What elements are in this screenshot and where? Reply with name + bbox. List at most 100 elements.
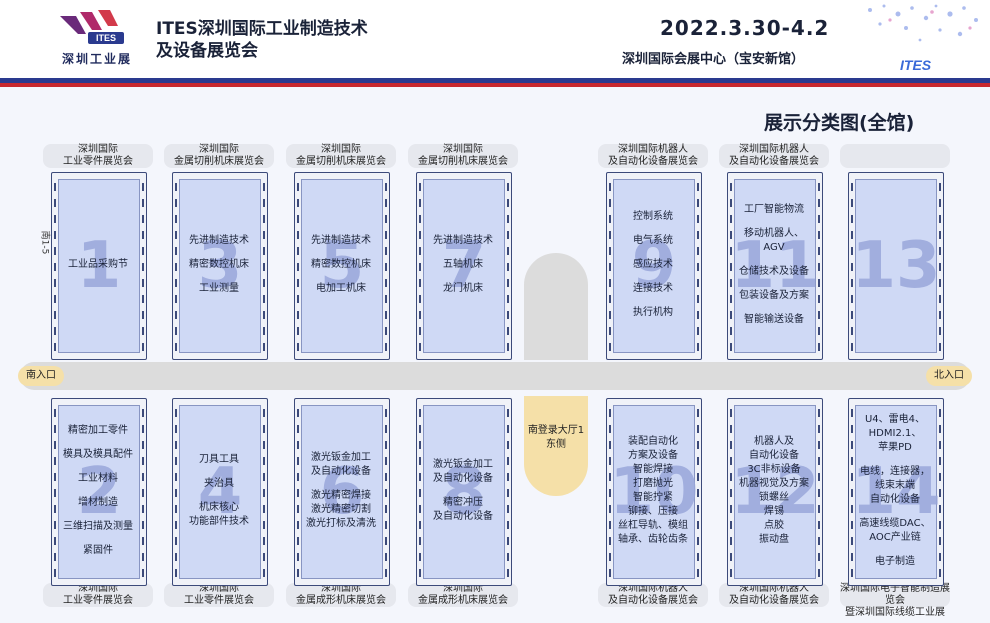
booth-frame-icon (419, 183, 509, 351)
logo-subtitle: 深圳工业展 (62, 52, 133, 66)
category-item: 增材制造 (78, 497, 118, 508)
category-item: U4、雷电4、 HDMI2.1、 苹果PD (864, 414, 926, 453)
hall-label-line2: 及自动化设备展览会 (729, 156, 819, 167)
bottom-hall-label-14: 深圳国际电子智能制造展览会暨深圳国际线缆工业展 (840, 583, 950, 618)
bottom-hall-label-4: 深圳国际工业零件展览会 (164, 583, 274, 607)
hall-area (855, 405, 937, 579)
hall-label-line1: 深圳国际机器人 (618, 144, 688, 155)
hall-number: 4 (197, 455, 243, 529)
hall-label-line2: 金属切削机床展览会 (418, 156, 508, 167)
hall-label-line1: 深圳国际 (199, 583, 239, 594)
top-hall-label-5: 深圳国际金属切削机床展览会 (286, 144, 396, 168)
category-item: 机床核心 功能部件技术 (189, 502, 249, 527)
header-stripe-red (0, 83, 990, 87)
hall-area (855, 179, 937, 353)
category-item: 智能输送设备 (744, 314, 804, 325)
hall-number: 1 (76, 229, 122, 303)
category-item: 激光精密焊接 激光精密切割 激光打标及清洗 (306, 490, 376, 529)
hall-number: 12 (730, 455, 820, 529)
hall-label-line2: 工业零件展览会 (63, 595, 133, 606)
hall-label-line1: 深圳国际 (321, 144, 361, 155)
hall-13[interactable]: 13 (848, 172, 944, 360)
category-item: 执行机构 (633, 307, 673, 318)
category-item: 紧固件 (83, 545, 113, 556)
category-item: 装配自动化 方案及设备 智能焊接 打磨抛光 智能拧紧 铆接、压接 丝杠导轨、模组… (618, 436, 688, 545)
hall-categories: 先进制造技术精密数控机床工业测量 (179, 179, 259, 351)
south-entrance[interactable]: 南入口 (18, 366, 64, 386)
category-item: 先进制造技术 (311, 235, 371, 246)
booth-frame-icon (54, 183, 144, 351)
hall-categories: 先进制造技术五轴机床龙门机床 (423, 179, 503, 351)
hall-area (613, 405, 695, 579)
category-item: 工业材料 (78, 473, 118, 484)
hall-label-line2: 暨深圳国际线缆工业展 (845, 607, 945, 618)
hall-number: 9 (631, 229, 677, 303)
top-hall-label-3: 深圳国际金属切削机床展览会 (164, 144, 274, 168)
category-item: 机器人及 自动化设备 3C非标设备 机器视觉及方案 锁螺丝 焊锡 点胶 振动盘 (739, 436, 809, 545)
category-item: 激光钣金加工 及自动化设备 (433, 459, 493, 484)
hall-label-line2: 及自动化设备展览会 (729, 595, 819, 606)
booth-frame-icon (419, 409, 509, 577)
category-item: 电子制造 (875, 556, 915, 567)
hall-label-line1: 深圳国际机器人 (739, 144, 809, 155)
top-hall-label-1: 深圳国际工业零件展览会 (43, 144, 153, 168)
hall-label-line2: 金属成形机床展览会 (296, 595, 386, 606)
hall-label-line2: 金属切削机床展览会 (296, 156, 386, 167)
lobby-label-2: 东侧 (546, 439, 566, 450)
hall-number: 3 (197, 229, 243, 303)
hall-categories: 刀具工具夹治具机床核心 功能部件技术 (179, 405, 259, 577)
hall-number: 10 (609, 455, 699, 529)
category-item: 五轴机床 (443, 259, 483, 270)
hall-categories: 先进制造技术精密数控机床电加工机床 (301, 179, 381, 351)
south-lobby[interactable]: 南登录大厅1 东侧 (524, 396, 588, 496)
hall-area (734, 179, 816, 353)
hall-number: 6 (319, 455, 365, 529)
hall-area (423, 405, 505, 579)
hall-categories: 控制系统电气系统感应技术连接技术执行机构 (613, 179, 693, 351)
booth-frame-icon (297, 409, 387, 577)
category-item: 三维扫描及测量 (63, 521, 133, 532)
category-item: 模具及模具配件 (63, 449, 133, 460)
hall-number: 7 (441, 229, 487, 303)
page-title: ITES深圳国际工业制造技术 及设备展览会 (156, 19, 368, 61)
category-item: 包装设备及方案 (739, 290, 809, 301)
category-item: 激光钣金加工 及自动化设备 (311, 452, 371, 477)
category-item: 精密冲压 及自动化设备 (433, 497, 493, 522)
booth-frame-icon (730, 409, 820, 577)
category-item: 龙门机床 (443, 283, 483, 294)
hall-label-line2: 金属成形机床展览会 (418, 595, 508, 606)
event-venue: 深圳国际会展中心（宝安新馆） (622, 52, 805, 67)
ites-logo-icon: ITES (60, 10, 124, 44)
top-hall-label-13 (840, 144, 950, 168)
hall-area (179, 405, 261, 579)
hall-label-line1: 深圳国际 (443, 583, 483, 594)
category-item: 先进制造技术 (189, 235, 249, 246)
top-hall-label-9: 深圳国际机器人及自动化设备展览会 (598, 144, 708, 168)
header: ITES 深圳工业展 ITES深圳国际工业制造技术 及设备展览会 2022.3.… (0, 0, 990, 82)
booth-frame-icon (609, 409, 699, 577)
category-item: 电加工机床 (316, 283, 366, 294)
booth-frame-icon (851, 409, 941, 577)
hall-categories: 激光钣金加工 及自动化设备精密冲压 及自动化设备 (423, 405, 503, 577)
hall-label-line1: 深圳国际 (321, 583, 361, 594)
hall-categories: 精密加工零件模具及模具配件工业材料增材制造三维扫描及测量紧固件 (58, 405, 138, 577)
map-title: 展示分类图(全馆) (764, 112, 915, 134)
hall-label-line1: 深圳国际 (78, 144, 118, 155)
hall-area (613, 179, 695, 353)
hall-number: 5 (319, 229, 365, 303)
north-entrance[interactable]: 北入口 (926, 366, 972, 386)
